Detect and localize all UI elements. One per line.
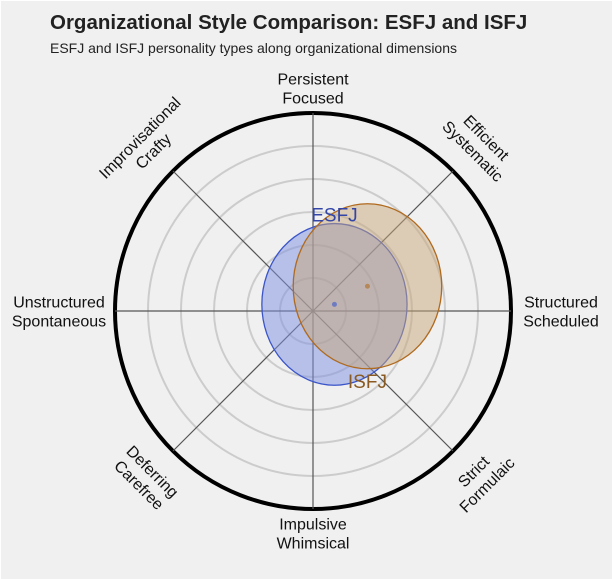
axis-label-line: Whimsical <box>277 536 350 553</box>
axis-label-line: Scheduled <box>523 314 599 331</box>
axis-label-line: Focused <box>282 91 343 108</box>
axis-label-line: Structured <box>524 295 598 312</box>
axis-label-line: Persistent <box>277 72 349 89</box>
esfj-label: ESFJ <box>311 206 357 227</box>
chart-subtitle: ESFJ and ISFJ personality types along or… <box>50 40 457 56</box>
isfj-label: ISFJ <box>348 372 387 393</box>
isfj-center-dot <box>364 283 370 289</box>
axis-label-line: Impulsive <box>279 517 347 534</box>
esfj-center-dot <box>331 301 337 307</box>
series-ellipses: ESFJ ISFJ <box>261 203 443 393</box>
chart-title: Organizational Style Comparison: ESFJ an… <box>50 11 528 34</box>
axis-label-line: Spontaneous <box>12 314 106 331</box>
axis-label-line: Unstructured <box>13 295 105 312</box>
